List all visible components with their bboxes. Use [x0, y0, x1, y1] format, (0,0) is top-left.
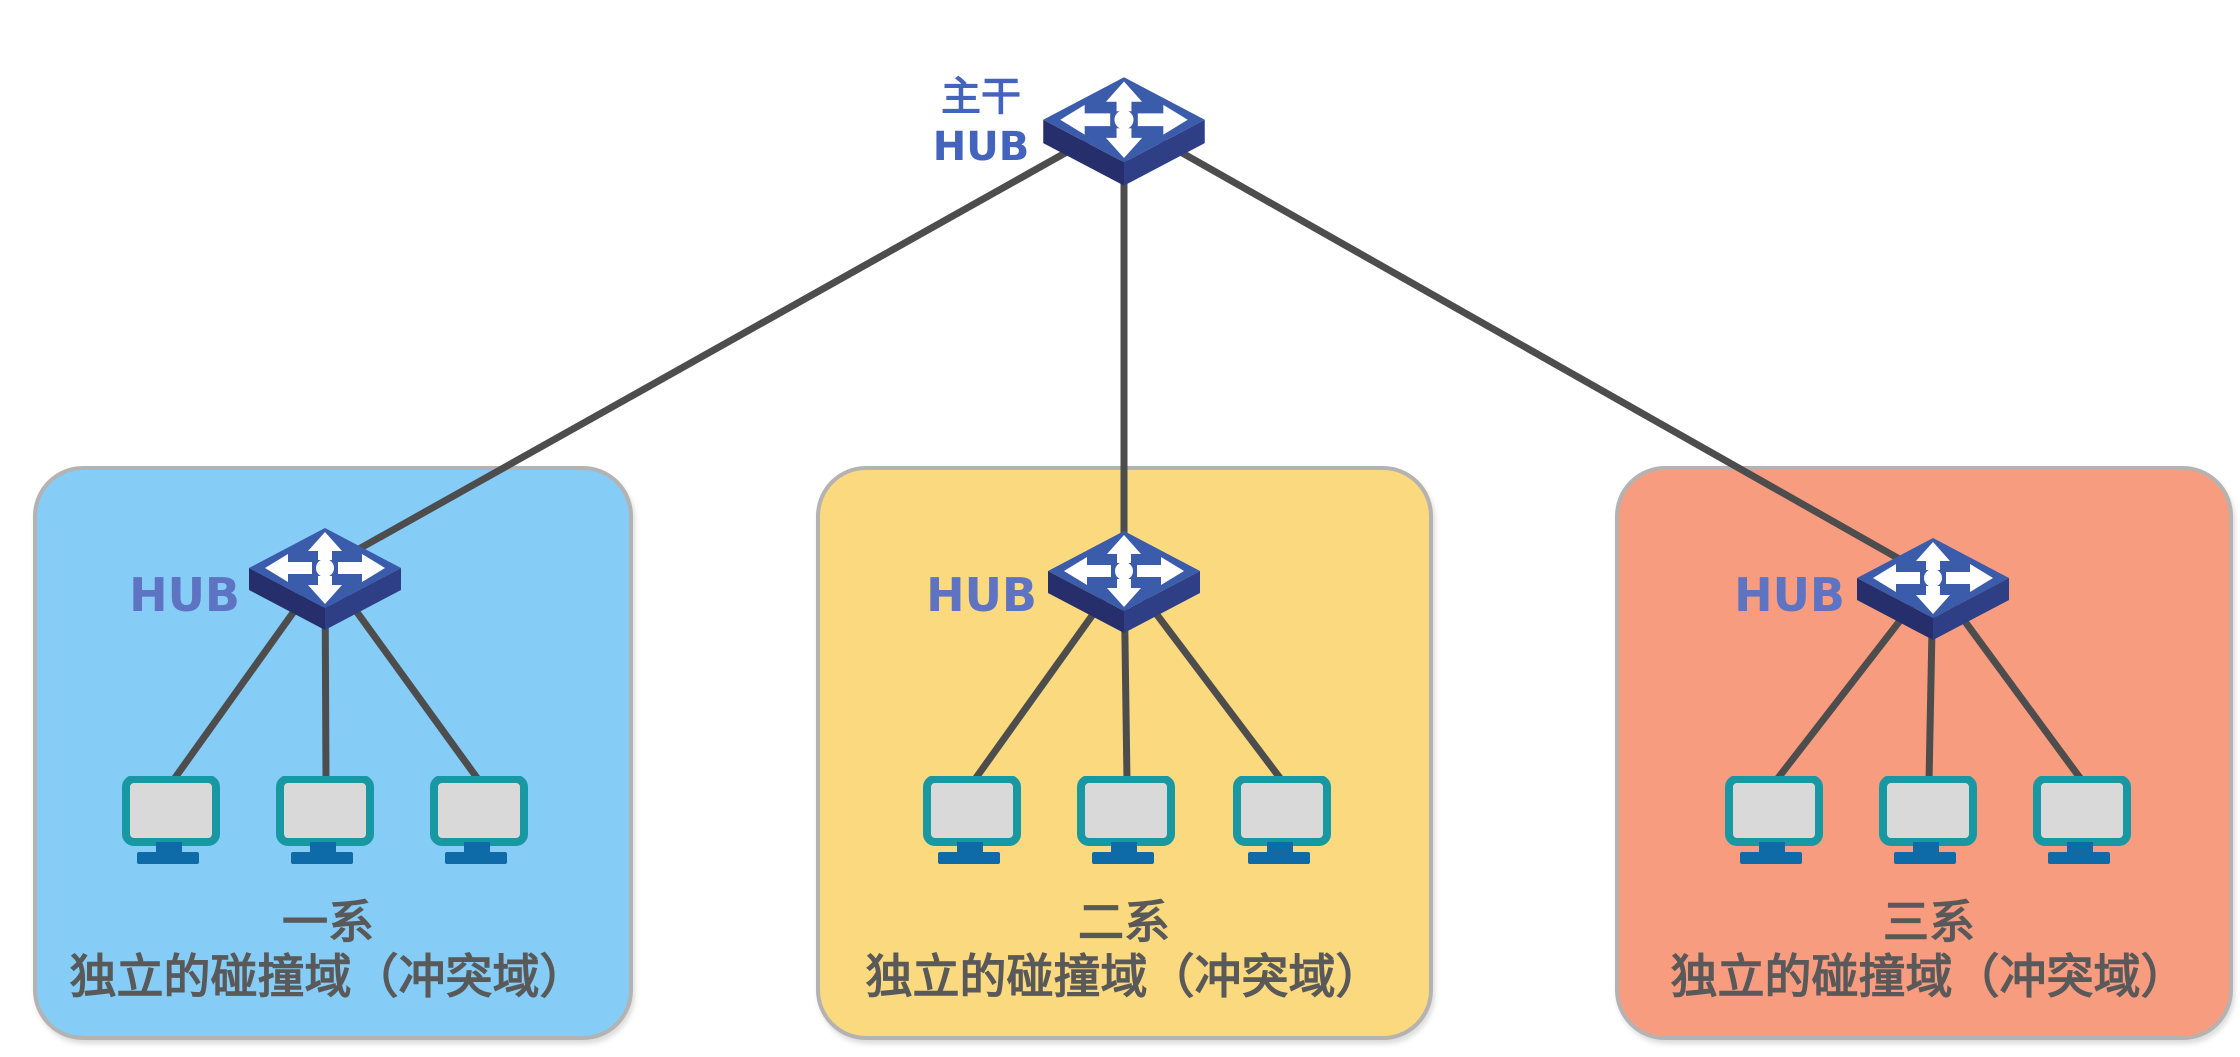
backbone-hub-label: 主干 HUB — [896, 72, 1066, 172]
dept3-hub-icon — [1857, 538, 2009, 640]
dept1-computer-icon-2 — [280, 779, 370, 864]
dept3-hub-label: HUB — [1734, 568, 1845, 622]
dept3-name-label: 三系 — [1883, 895, 1975, 949]
dept1-collision-domain-label: 独立的碰撞域（冲突域） — [69, 950, 587, 1005]
dept2-computer-icon-1 — [927, 779, 1017, 864]
backbone-hub-label-line1: 主干 — [941, 74, 1021, 120]
dept3-computer-icon-2 — [1883, 779, 1973, 864]
dept2-hub-icon — [1048, 531, 1200, 633]
dept1-name-label: 一系 — [282, 895, 374, 949]
dept1-hub-icon — [249, 528, 401, 630]
dept2-computer-icon-2 — [1081, 779, 1171, 864]
dept2-computer-icon-3 — [1237, 779, 1327, 864]
link-backbone-dept1 — [321, 116, 1128, 572]
backbone-hub-label-line2: HUB — [932, 124, 1030, 170]
dept2-name-label: 二系 — [1078, 895, 1170, 949]
backbone-hub-icon — [1043, 77, 1205, 186]
dept1-computer-icon-3 — [434, 779, 524, 864]
dept2-hub-label: HUB — [926, 568, 1037, 622]
dept1-computer-icon-1 — [126, 779, 216, 864]
dept1-hub-label: HUB — [129, 568, 240, 622]
dept2-collision-domain-label: 独立的碰撞域（冲突域） — [865, 950, 1383, 1005]
dept3-computer-icon-3 — [2037, 779, 2127, 864]
dept3-computer-icon-1 — [1729, 779, 1819, 864]
link-backbone-dept3 — [1120, 116, 1937, 582]
dept3-collision-domain-label: 独立的碰撞域（冲突域） — [1670, 950, 2188, 1005]
